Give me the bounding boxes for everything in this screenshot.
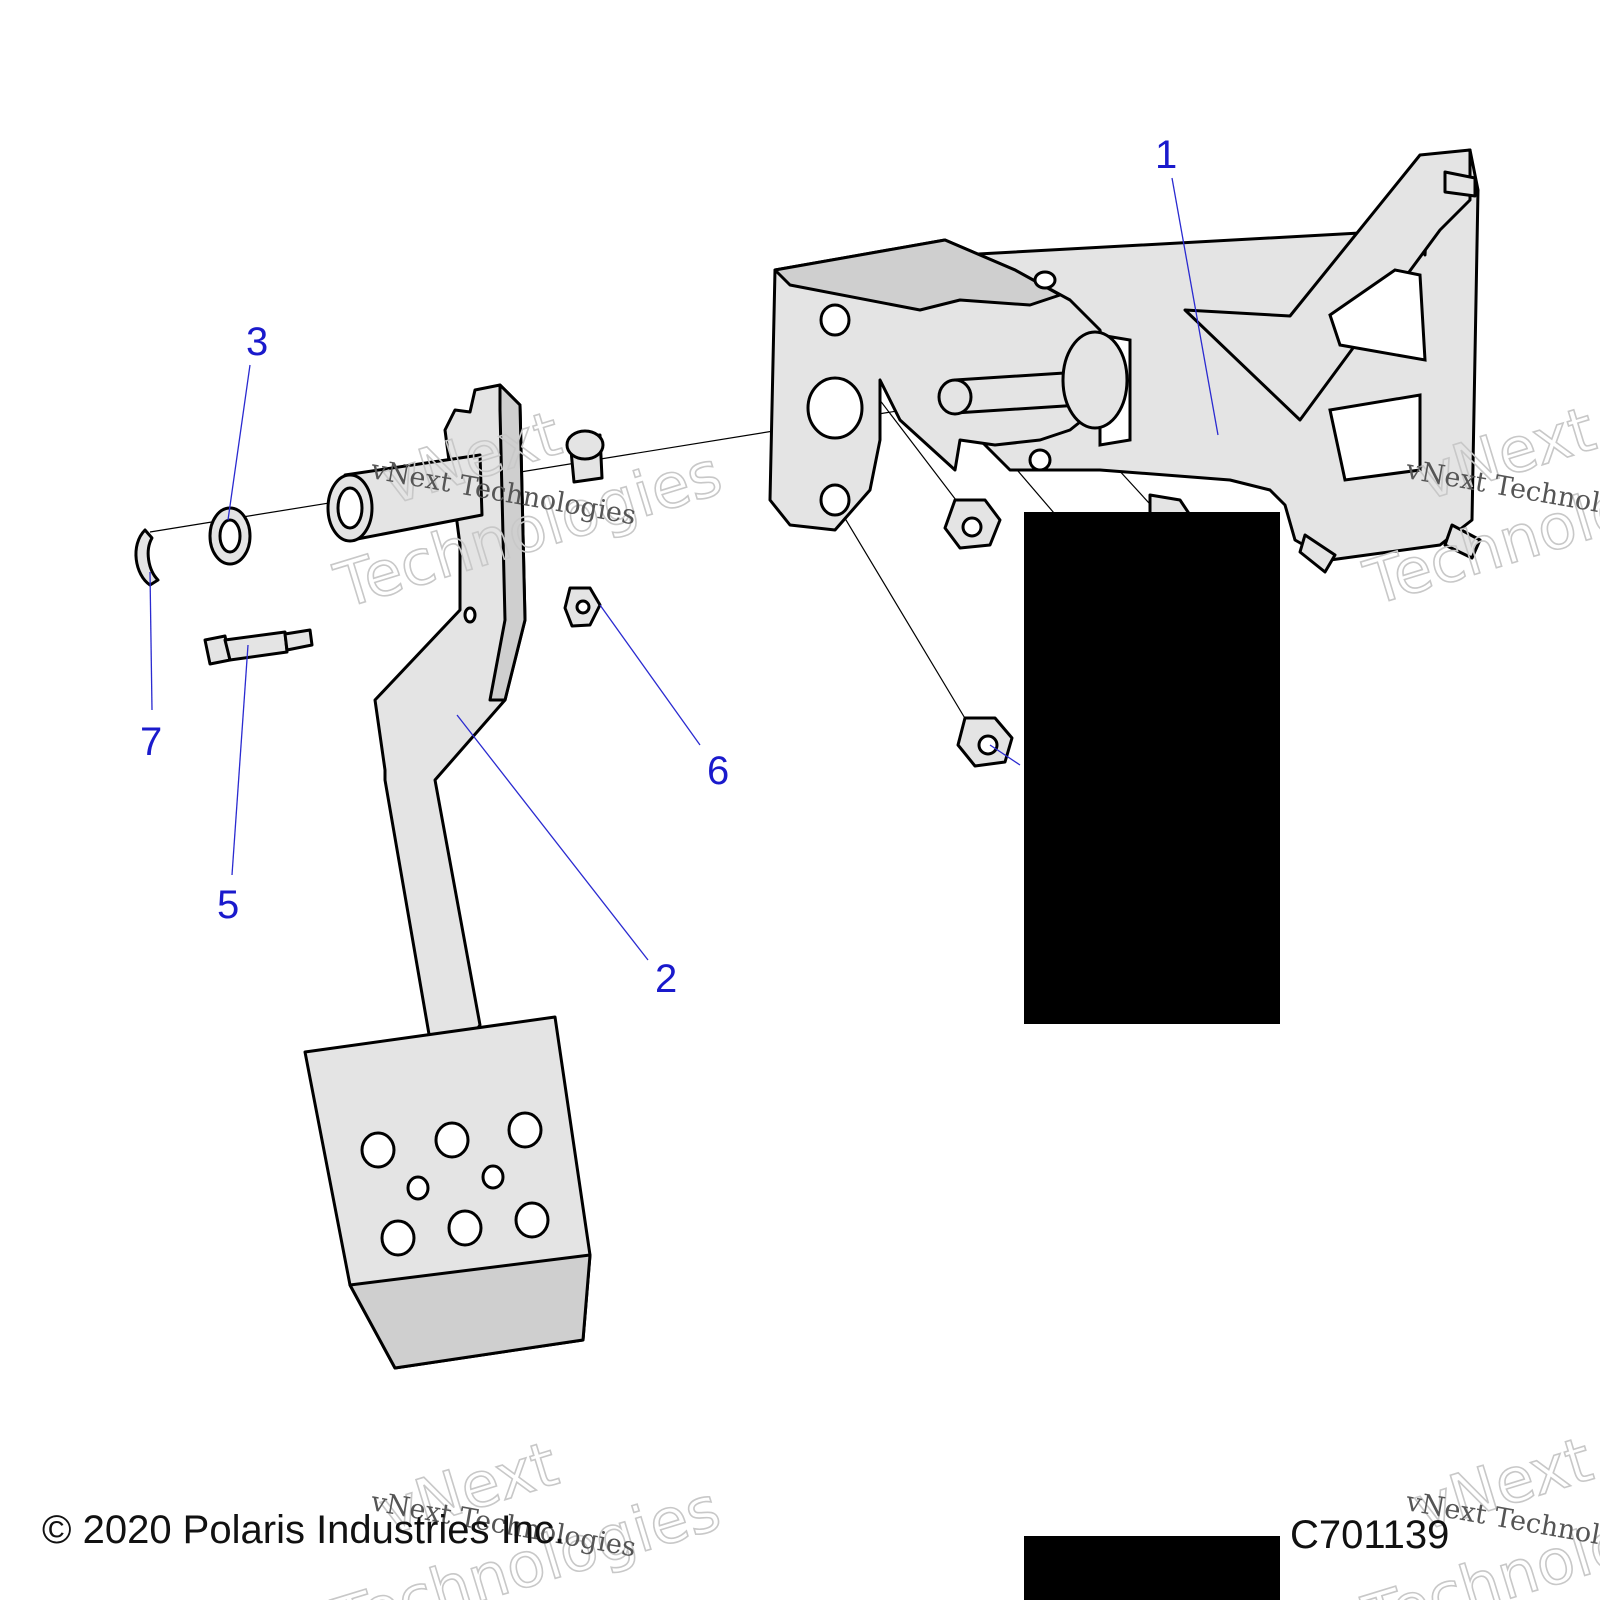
- watermark-bottom-left: vNext Technologies: [324, 1426, 729, 1600]
- callout-labels: 1 2 3 5 6 7: [140, 133, 1177, 1001]
- e-clip-part-7: [134, 528, 160, 587]
- nut-part-6: [563, 586, 602, 628]
- figure-id: C701139: [1290, 1513, 1449, 1557]
- callout-7: 7: [140, 720, 162, 764]
- flange-nut-lower: [956, 716, 1014, 768]
- bushing: [565, 429, 605, 484]
- copyright-text: © 2020 Polaris Industries Inc.: [42, 1508, 565, 1552]
- brake-pedal-part-2: [303, 383, 592, 1370]
- pedal-hub-tube: [326, 453, 484, 543]
- callout-5: 5: [217, 883, 239, 927]
- washer-part-3: [208, 506, 252, 566]
- redaction-block: [1024, 512, 1280, 1024]
- callout-1: 1: [1155, 133, 1177, 177]
- mounting-bracket-part-1: [768, 148, 1482, 574]
- watermark-bottom-right: vNext Technologies: [1354, 1422, 1600, 1600]
- callout-3: 3: [246, 320, 268, 364]
- redaction-block-bottom: [1024, 1536, 1280, 1600]
- flange-nut-upper: [943, 498, 1002, 550]
- callout-2: 2: [655, 957, 677, 1001]
- callout-6: 6: [707, 749, 729, 793]
- leader-lines: [149, 177, 1219, 961]
- shoulder-bolt-part-5: [203, 628, 314, 666]
